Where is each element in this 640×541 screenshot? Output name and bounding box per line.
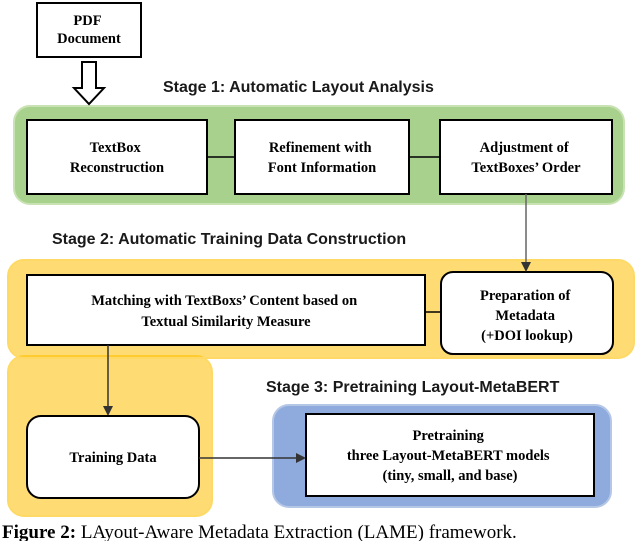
caption-label: Figure 2: (2, 522, 76, 541)
refinement-box (234, 119, 410, 195)
training-data-label: Training Data (69, 450, 157, 466)
textbox-reconstruction-box (26, 119, 208, 195)
pdf-document-label: PDF Document (57, 13, 121, 47)
pdf-document-box (36, 2, 142, 58)
textbox-reconstruction-label: TextBox Reconstruction (70, 140, 164, 176)
matching-label: Matching with TextBoxs’ Content based on… (91, 293, 361, 330)
pretraining-label: Pretraining three Layout-MetaBERT models… (347, 428, 553, 484)
preparation-box (440, 271, 614, 355)
figure-caption: Figure 2: LAyout-Aware Metadata Extracti… (2, 522, 517, 541)
caption-text: LAyout-Aware Metadata Extraction (LAME) … (76, 522, 517, 541)
stage3-title: Stage 3: Pretraining Layout-MetaBERT (266, 379, 560, 396)
pdf-down-arrow (71, 61, 107, 106)
adjustment-label: Adjustment of TextBoxes’ Order (471, 140, 581, 176)
matching-box (26, 274, 426, 346)
preparation-label: Preparation of Metadata (+DOI lookup) (480, 288, 574, 344)
refinement-label: Refinement with Font Information (268, 140, 376, 176)
stage1-title: Stage 1: Automatic Layout Analysis (163, 79, 434, 96)
stage2-title: Stage 2: Automatic Training Data Constru… (52, 231, 406, 248)
pretraining-box (305, 413, 595, 497)
adjustment-box (439, 119, 613, 195)
training-data-box (26, 415, 200, 499)
